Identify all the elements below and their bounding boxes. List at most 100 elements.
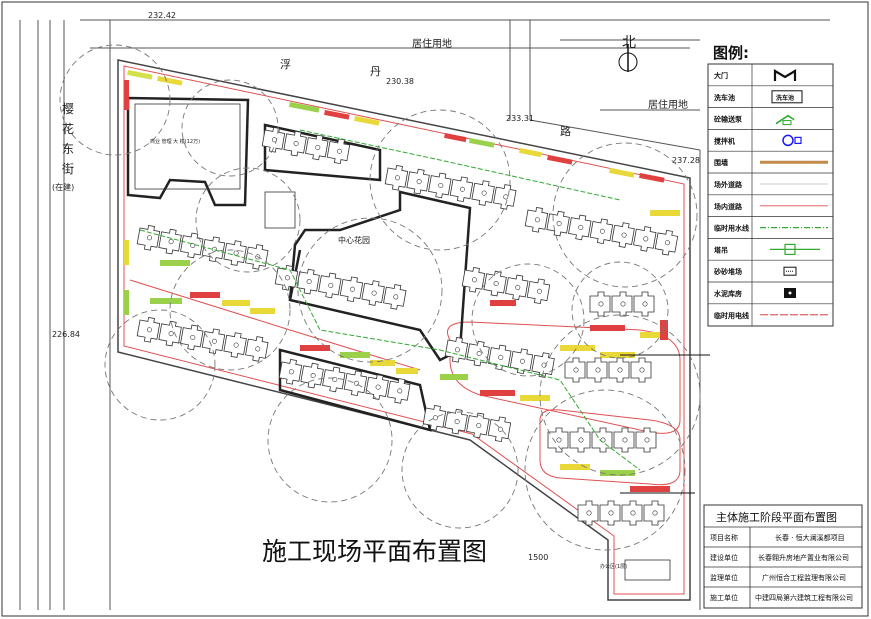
legend-label: 场外道路 — [714, 180, 743, 189]
building-row — [444, 336, 555, 378]
crane-position — [332, 376, 338, 382]
building-row — [461, 266, 551, 305]
crane-position — [168, 331, 174, 337]
crane-position — [255, 346, 261, 352]
gate-icon — [773, 69, 797, 81]
apartment-block — [444, 408, 468, 435]
road-char: 浮 — [280, 58, 291, 71]
crane-position — [608, 510, 614, 516]
crane-position — [664, 240, 670, 246]
crane-position — [503, 194, 509, 200]
legend: 图例: 大门洗车池洗车池砼输送泵搅拌机围墙场外道路场内道路临时用水线塔吊砂砂堆场… — [707, 44, 834, 327]
crane-position — [336, 148, 342, 154]
concrete-pump-icon — [775, 114, 795, 126]
legend-label: 砼输送泵 — [714, 115, 742, 124]
building-row — [384, 164, 517, 210]
apartment-block — [564, 357, 586, 383]
crane-position — [353, 380, 359, 386]
diagram-title: 施工现场平面布置图 — [262, 537, 487, 566]
crane-position — [371, 290, 377, 296]
apartment-block — [589, 291, 611, 317]
crane-radius — [59, 44, 171, 156]
crane-position — [438, 182, 444, 188]
apartment-block — [261, 126, 286, 153]
apartment-block — [608, 357, 630, 383]
apartment-block — [158, 228, 182, 255]
apartment-block — [245, 336, 269, 362]
dimension-label: 232.42 — [148, 11, 176, 20]
apartment-block — [613, 427, 635, 453]
apartment-block — [300, 362, 324, 389]
apartment-block — [296, 268, 320, 295]
street-char: 樱 — [62, 101, 74, 116]
crane-axis-lines — [620, 354, 710, 494]
crane-position — [644, 437, 650, 443]
office-building-label: 商业 管理 大 楼(12万) — [150, 138, 200, 145]
building-row — [274, 264, 407, 310]
apartment-block — [524, 206, 549, 233]
apartment-block — [483, 270, 507, 297]
apartment-block — [611, 222, 635, 248]
title-block: 主体施工阶段平面布置图 项目名称 长春 · 恒大澜溪都项目 建设单位 长春翱升房… — [703, 504, 863, 609]
crane-radius — [297, 217, 443, 363]
crane-position — [315, 144, 321, 150]
residential-land-label: 居住用地 — [412, 37, 452, 50]
crane-position — [541, 362, 547, 368]
apartment-block — [201, 328, 226, 355]
crane-position — [459, 186, 465, 192]
apartment-block — [471, 180, 495, 206]
apartment-block — [365, 374, 389, 400]
street-note: (在建) — [52, 182, 74, 192]
center-garden-label: 中心花园 — [338, 235, 370, 245]
building-row — [577, 500, 665, 526]
crane-position — [211, 338, 217, 344]
apartment-block — [274, 264, 299, 291]
apartment-block — [531, 352, 555, 378]
apartment-block — [158, 320, 182, 347]
crane-position — [622, 437, 628, 443]
legend-label: 临时用水线 — [714, 224, 749, 233]
apartment-block — [643, 500, 665, 526]
apartment-block — [630, 357, 652, 383]
crane-position — [432, 415, 438, 421]
dimension-label: 230.38 — [386, 77, 414, 86]
apartment-block — [599, 500, 621, 526]
apartment-block — [611, 291, 633, 317]
crane-position — [190, 242, 196, 248]
boundary-road-segments — [124, 70, 665, 315]
crane-position — [146, 327, 152, 333]
crane-radius — [369, 109, 511, 251]
apartment-block — [180, 324, 204, 351]
apartment-block — [577, 500, 599, 526]
crane-position — [498, 354, 504, 360]
crane-radius — [195, 167, 301, 273]
north-arrow: 北 — [618, 35, 638, 72]
mixer-icon — [782, 134, 802, 147]
crane-position — [328, 282, 334, 288]
street-char: 街 — [62, 162, 74, 176]
svg-text:洗车池: 洗车池 — [776, 94, 794, 102]
apartment-block — [278, 358, 303, 385]
crane-position — [556, 221, 562, 227]
building-row — [422, 404, 512, 443]
apartment-block — [546, 210, 570, 237]
road-char: 丹 — [370, 65, 381, 78]
building-row — [547, 427, 657, 453]
apartment-block — [505, 274, 529, 301]
apartment-block — [589, 218, 614, 245]
crane-radius — [552, 142, 698, 288]
legend-label: 砂砂堆场 — [714, 267, 742, 276]
building-row — [589, 291, 655, 317]
title-block-key: 建设单位 — [710, 553, 738, 562]
apartment-block — [136, 224, 161, 251]
crane-position — [375, 384, 381, 390]
crane-position — [642, 301, 648, 307]
apartment-block — [428, 172, 452, 199]
crane-position — [643, 236, 649, 242]
title-block-value: 广州恒合工程监理有限公司 — [762, 573, 846, 582]
apartment-block — [493, 184, 517, 210]
crane-radius — [471, 263, 585, 377]
scale-label: 1500 — [528, 553, 548, 562]
apartment-block — [383, 284, 407, 310]
title-block-value: 长春 · 恒大澜溪都项目 — [775, 533, 845, 542]
